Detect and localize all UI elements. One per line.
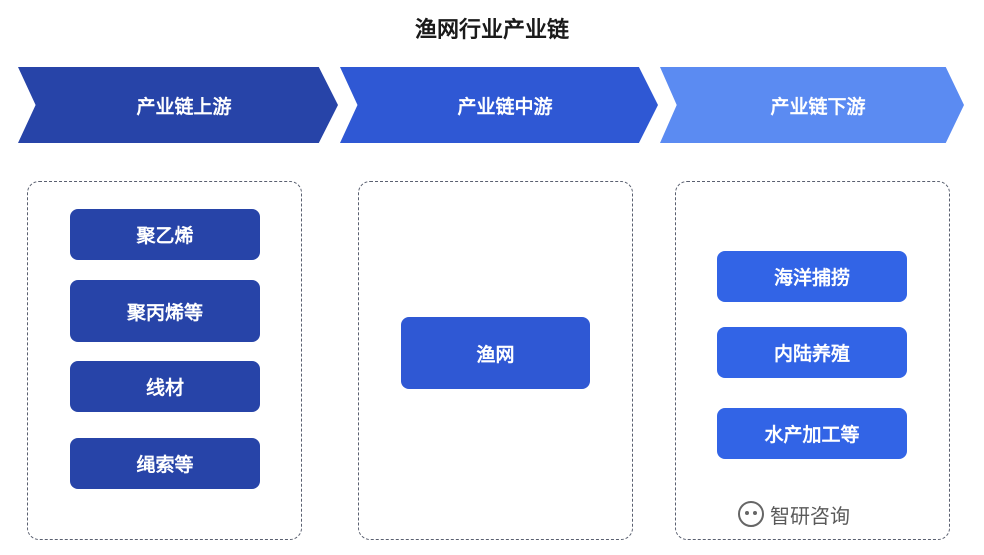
stage-midstream-arrow: 产业链中游 (340, 67, 658, 143)
diagram-title: 渔网行业产业链 (414, 18, 569, 43)
downstream-item: 海洋捕捞 (717, 251, 907, 302)
downstream-item: 水产加工等 (717, 408, 907, 459)
upstream-item: 聚乙烯 (70, 209, 260, 260)
stage-upstream-arrow: 产业链上游 (18, 67, 338, 143)
stage-downstream-label: 产业链下游 (770, 95, 866, 118)
watermark-text: 智研咨询 (770, 503, 850, 528)
stage-downstream-arrow: 产业链下游 (660, 67, 964, 143)
midstream-item: 渔网 (401, 317, 590, 389)
midstream-panel: 渔网 (358, 181, 633, 540)
upstream-item: 聚丙烯等 (70, 280, 260, 342)
upstream-item: 线材 (70, 361, 260, 412)
stage-midstream-label: 产业链中游 (457, 95, 553, 118)
watermark: 智研咨询 (738, 497, 850, 531)
upstream-item: 绳索等 (70, 438, 260, 489)
downstream-panel: 海洋捕捞 内陆养殖 水产加工等 (675, 181, 950, 540)
upstream-panel: 聚乙烯 聚丙烯等 线材 绳索等 (27, 181, 302, 540)
wechat-icon (738, 501, 764, 527)
downstream-item: 内陆养殖 (717, 327, 907, 378)
stage-upstream-label: 产业链上游 (136, 95, 232, 118)
